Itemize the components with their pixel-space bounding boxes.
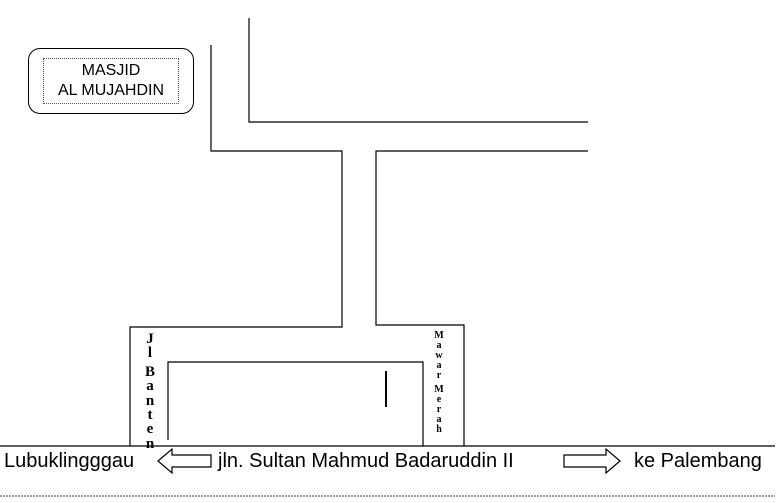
street-label-letter: e	[436, 394, 442, 405]
street-label-letter: n	[145, 392, 155, 409]
street-label-letter: t	[147, 407, 153, 424]
street-label-letter: a	[436, 360, 442, 371]
west-destination-label: Lubuklingggau	[4, 450, 135, 472]
street-label-letter: B	[144, 363, 155, 380]
street-label-letter: M	[434, 330, 444, 341]
street-label-letter: r	[436, 370, 442, 381]
masjid-name-line1: MASJID	[81, 62, 141, 79]
street-label-letter: r	[436, 404, 442, 415]
main-road-label: jln. Sultan Mahmud Badaruddin II	[218, 450, 514, 472]
road-line-north	[248, 18, 588, 123]
street-label-letter: w	[435, 350, 443, 361]
street-label-letter: M	[434, 384, 444, 395]
street-label-letter: a	[436, 414, 442, 425]
street-label-letter: a	[146, 378, 154, 395]
masjid-label-inner: MASJID AL MUJAHDIN	[43, 58, 179, 104]
road-line-west-branch	[129, 45, 343, 446]
street-label-letter: a	[436, 340, 442, 351]
street-label-letter: J	[146, 331, 154, 347]
arrow-left-icon	[157, 447, 212, 475]
road-line-east-branch	[375, 150, 588, 446]
east-destination-label: ke Palembang	[634, 450, 762, 472]
masjid-name-line2: AL MUJAHDIN	[57, 82, 165, 99]
arrow-right-icon	[563, 447, 621, 475]
street-label-letter: h	[436, 424, 442, 435]
street-label-letter: e	[146, 421, 154, 438]
inner-block-outline	[167, 361, 424, 446]
street-label-letter: n	[145, 435, 155, 452]
masjid-label-box: MASJID AL MUJAHDIN	[28, 48, 194, 114]
street-label-letter: l	[147, 345, 153, 362]
